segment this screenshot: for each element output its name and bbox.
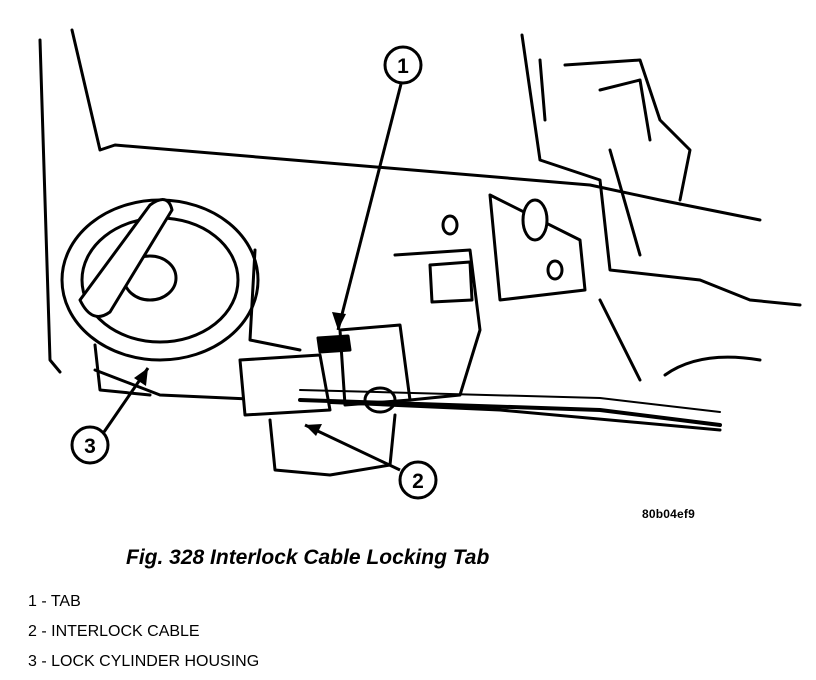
callout-1-number: 1	[397, 55, 409, 78]
callout-2: 2	[304, 423, 438, 500]
locking-tab-shape	[316, 334, 352, 354]
interlock-block	[238, 353, 332, 417]
legend-item-lock-cylinder-housing: 3 - LOCK CYLINDER HOUSING	[28, 653, 260, 670]
callout-2-number: 2	[412, 470, 424, 493]
callout-3: 3	[70, 367, 150, 465]
column-shroud-outline	[70, 28, 762, 222]
dash-left-edge	[38, 38, 62, 374]
interlock-cable-shape	[298, 398, 722, 427]
legend-item-interlock-cable: 2 - INTERLOCK CABLE	[28, 623, 200, 640]
legend-item-tab: 1 - TAB	[28, 593, 81, 610]
support-bracket	[520, 33, 802, 307]
legend: 1 - TAB 2 - INTERLOCK CABLE 3 - LOCK CYL…	[28, 590, 259, 680]
callout-3-number: 3	[84, 435, 96, 458]
key-head	[78, 198, 174, 318]
figure-code: 80b04ef9	[642, 507, 695, 521]
interlock-cable-illustration: 1 2 3	[38, 28, 802, 500]
figure-caption: Fig. 328 Interlock Cable Locking Tab	[126, 546, 490, 569]
callout-1: 1	[332, 45, 423, 331]
